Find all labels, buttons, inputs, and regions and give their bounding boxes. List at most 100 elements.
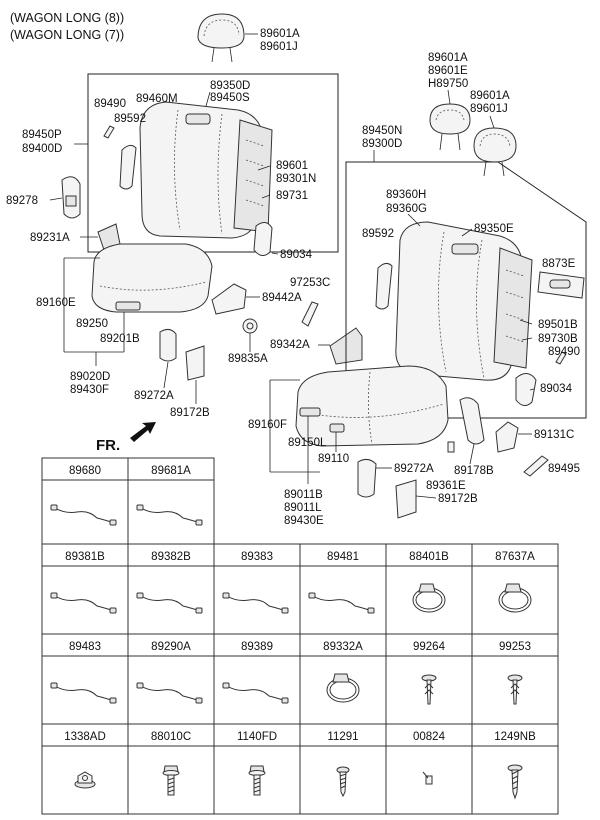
wire-harness-icon [50,504,117,526]
callout-8873E: 8873E [542,258,576,270]
parts-table-label: 99253 [499,641,531,653]
parts-table-label: 88010C [151,731,191,743]
callout-89430E: 89430E [284,515,324,527]
part-97253C [301,301,319,327]
recliner-lever-right [375,262,393,310]
callout-89172B-right: 89172B [438,493,478,505]
callout-89442A: 89442A [262,292,302,304]
parts-table-label: 99264 [413,641,446,653]
seat-cushion-left [91,243,213,313]
callout-89450N: 89450N [362,125,402,137]
parts-table-label: 00824 [413,731,446,743]
recliner-lever-left [119,144,137,190]
tapping-screw-icon [507,764,523,800]
callout-89495: 89495 [548,463,580,475]
parts-table-label: 1249NB [494,731,536,743]
callout-89601E: 89601E [428,65,468,77]
callout-89020D: 89020D [70,371,110,383]
wire-harness-icon [222,592,289,614]
headrest-right-a [429,103,471,151]
screw-icon [336,766,350,798]
callout-89450S: 89450S [210,92,250,104]
parts-table-label: 89681A [151,465,191,477]
callout-89592-right: 89592 [362,228,394,240]
flange-nut-icon [74,771,96,789]
bolt-icon [162,765,180,796]
callout-89601J-right: 89601J [470,103,508,115]
callout-89301N: 89301N [276,173,316,185]
callout-89034-right: 89034 [540,383,573,395]
callout-89150L: 89150L [288,437,327,449]
wire-harness-icon [308,592,375,614]
wire-harness-icon [136,592,203,614]
bolt-icon [248,765,266,796]
headrest-left [197,13,245,63]
push-pin-clip-icon [421,674,437,705]
callout-89835A: 89835A [228,353,268,365]
callout-89592-left: 89592 [114,113,146,125]
variant-label-2: (WAGON LONG (7)) [10,28,124,42]
callout-89272A-right: 89272A [394,463,434,475]
side-trim-89278 [61,176,81,219]
variant-label-1: (WAGON LONG (8)) [10,11,124,25]
parts-table-label: 1338AD [64,731,106,743]
callout-89342A: 89342A [270,339,310,351]
parts-table-label: 89383 [241,551,273,563]
callout-H89750: H89750 [428,78,468,90]
hinge-cover-89172B-right [395,479,417,519]
parts-table-label: 89332A [323,641,363,653]
parts-table-label: 89483 [69,641,101,653]
callout-89360G: 89360G [386,203,427,215]
cable-tie-clamp-icon [326,673,360,703]
parts-table-label: 1140FD [237,731,277,743]
strap-89490-right [555,351,567,365]
callout-89178B: 89178B [454,465,494,477]
push-pin-clip-icon [507,674,523,705]
callout-89601A-right-a: 89601A [428,52,468,64]
parts-table-label: 89382B [151,551,191,563]
callout-89131C: 89131C [534,429,574,441]
wire-harness-icon [136,682,203,704]
callout-97253C: 97253C [290,277,330,289]
clip-89361E [447,441,455,453]
hinge-cover-89172B-left [185,345,205,381]
callout-89601A-left: 89601A [260,28,300,40]
strap-89495 [523,455,549,477]
front-arrow-icon [130,422,156,442]
parts-table-label: 88401B [409,551,449,563]
callout-89350E: 89350E [474,223,514,235]
callout-89278: 89278 [6,195,38,207]
seat-cushion-right [295,365,449,447]
cover-8873E [537,271,585,299]
wire-harness-icon [136,504,203,526]
callout-89490-right: 89490 [548,346,580,358]
wire-harness-icon [50,682,117,704]
callout-89034-left: 89034 [280,249,313,261]
hinge-cover-89272A-right [357,458,377,498]
callout-89601A-right-b: 89601A [470,90,510,102]
callout-89250: 89250 [76,318,108,330]
strap-89490-left [103,125,115,139]
callout-89601J-left: 89601J [260,41,298,53]
callout-89360H: 89360H [386,189,426,201]
headrest-right-b [473,127,517,177]
seatback-right [395,221,533,381]
callout-89601: 89601 [276,160,308,172]
parts-table-label: 89389 [241,641,273,653]
seatback-left [139,101,273,239]
latch-cover-left [253,222,273,256]
group-box-seatback-left [87,73,339,253]
callout-89501B: 89501B [538,319,578,331]
callout-89730B: 89730B [538,333,578,345]
callout-89201B: 89201B [100,333,140,345]
wire-harness-icon [222,682,289,704]
callout-89350D: 89350D [210,80,250,92]
parts-table-label: 11291 [327,731,358,743]
parts-table-label: 89381B [65,551,105,563]
callout-89450P: 89450P [22,129,62,141]
hinge-cover-89272A-left [159,328,177,362]
parts-table-label: 89290A [151,641,191,653]
cover-89131C [495,421,519,453]
